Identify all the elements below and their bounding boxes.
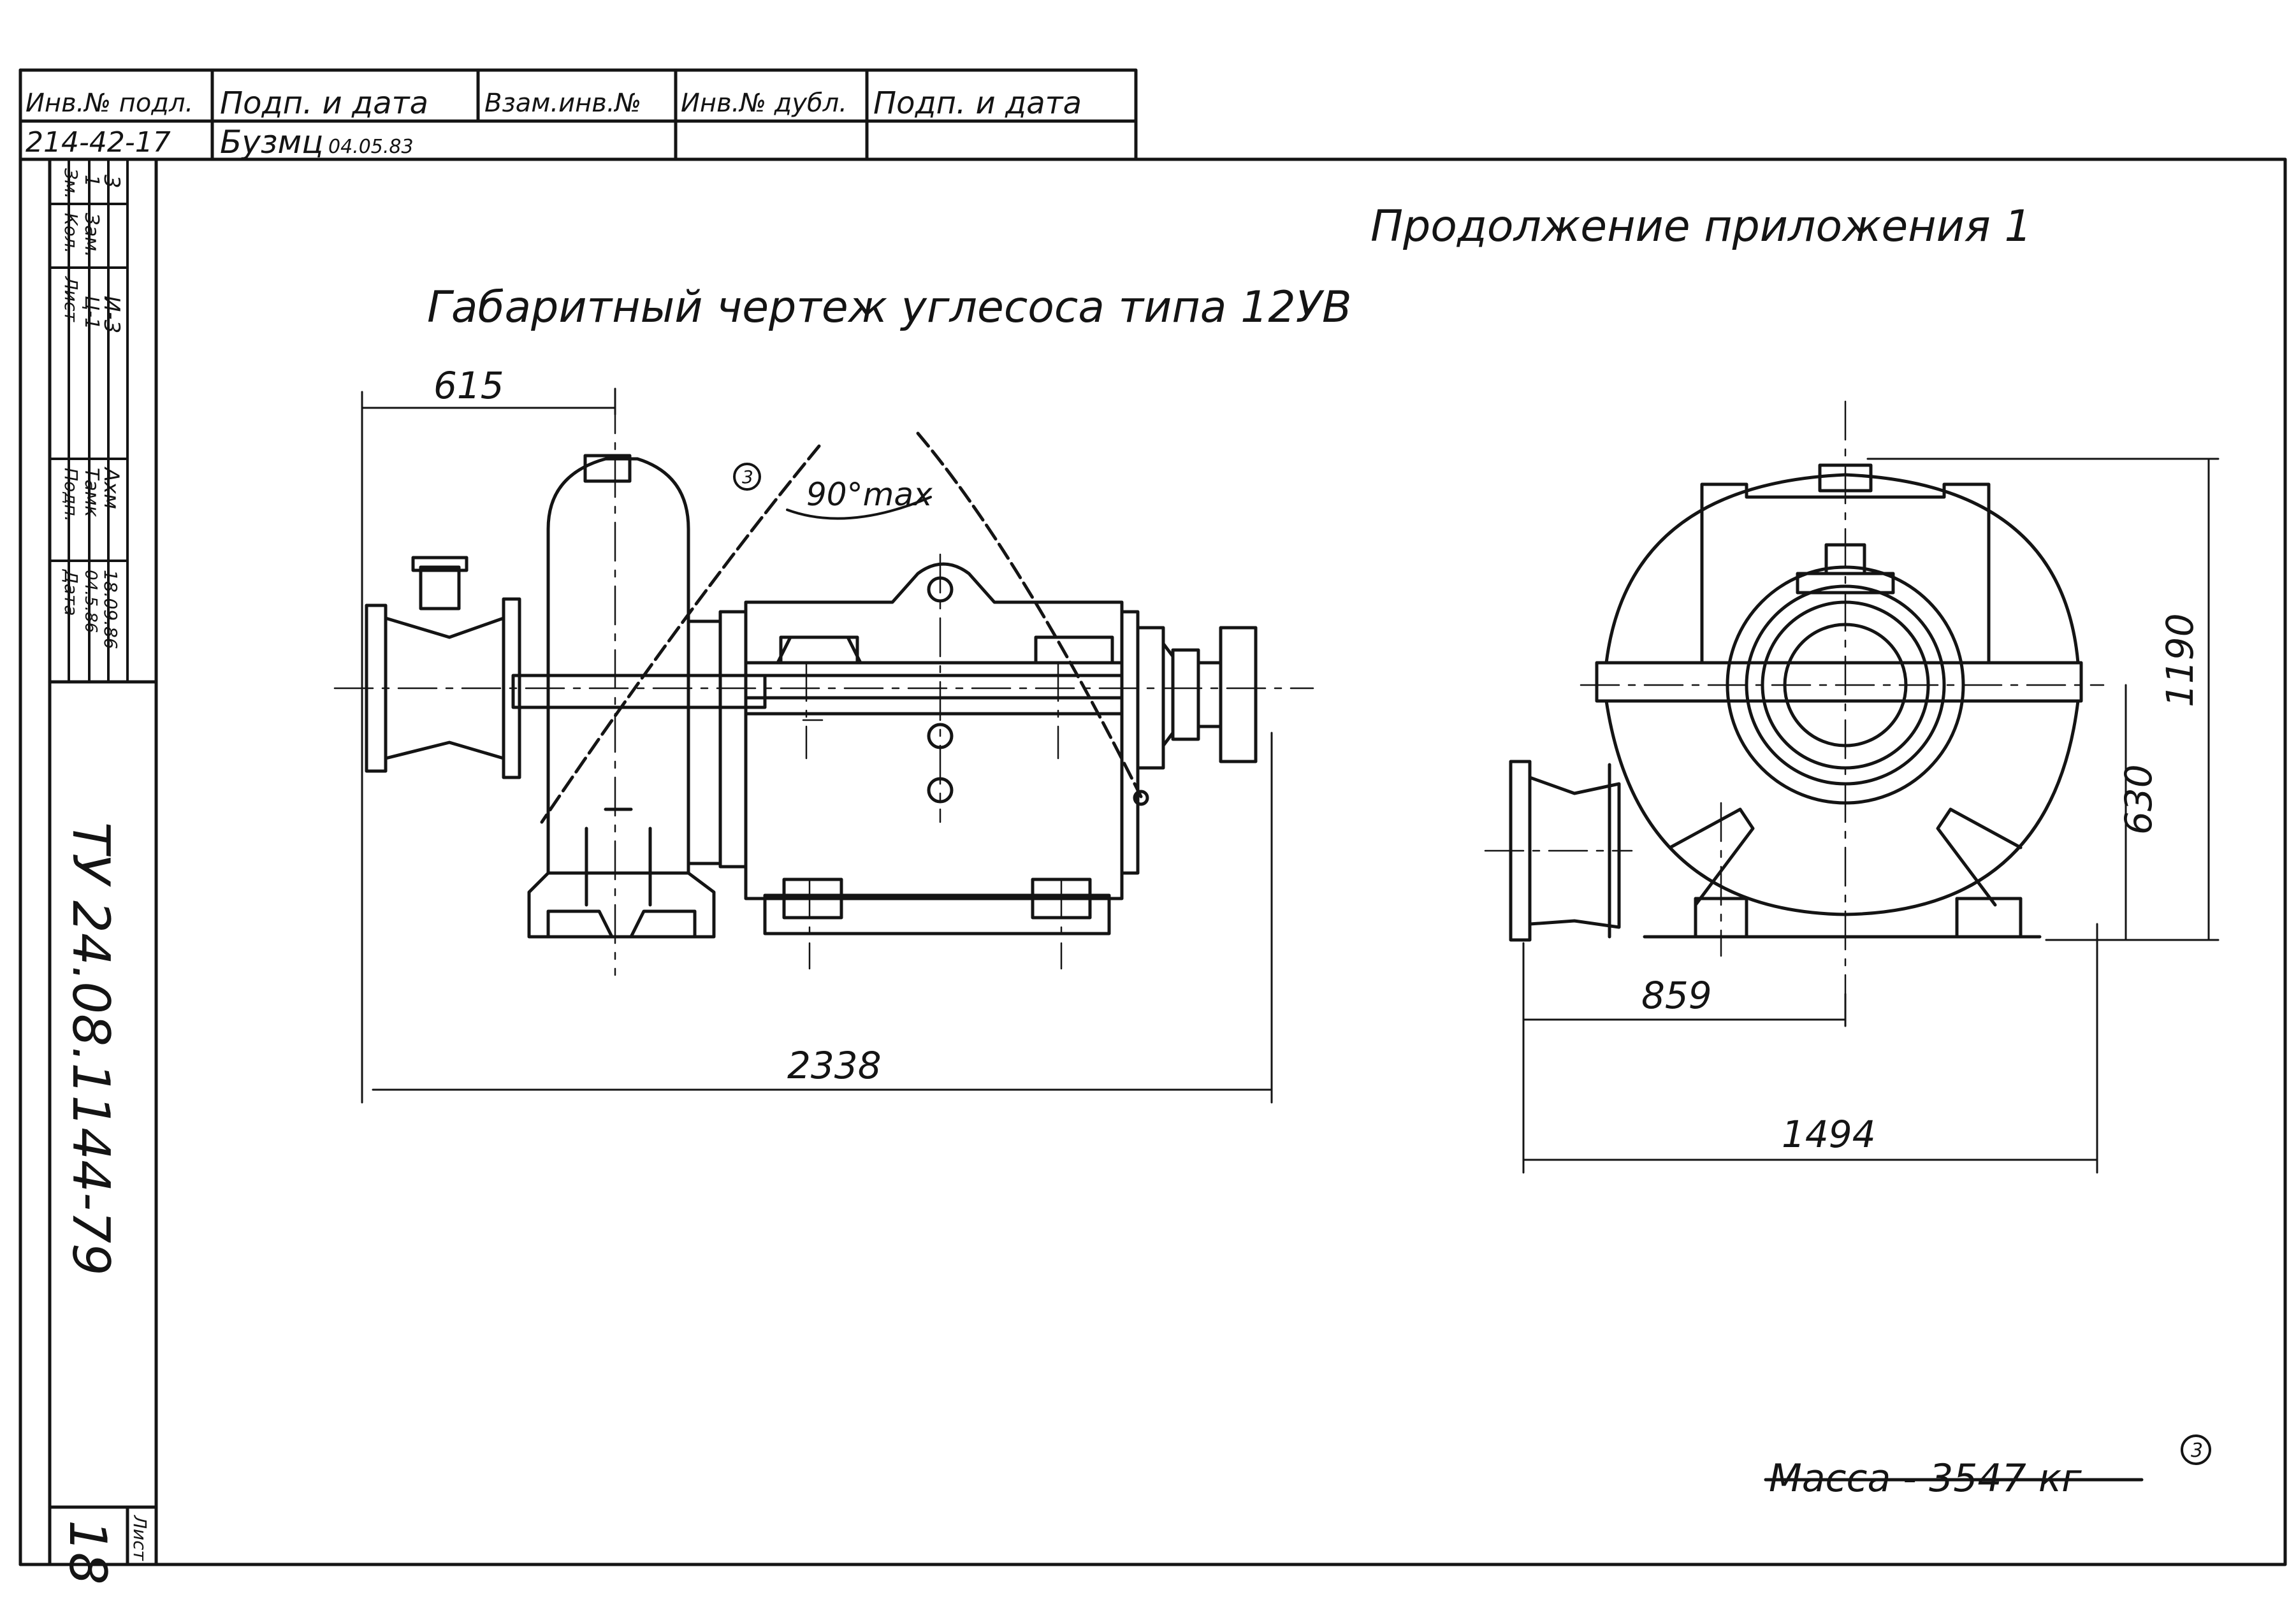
chain-hook <box>1133 790 1149 806</box>
continuation-heading: Продолжение приложения 1 <box>1370 201 2032 252</box>
log-row1-date: 04.5.86 <box>81 570 100 633</box>
log-date-label: Дата <box>61 568 82 616</box>
stamp-header-inv-dubl: Инв.№ дубл. <box>681 89 847 118</box>
log-doc-label: Лист <box>61 276 82 322</box>
log-count-label: Кол. <box>61 213 82 254</box>
mass-revision-mark: 3 <box>2191 1440 2203 1462</box>
log-row2-sign: Ахм <box>99 466 124 509</box>
front-view: 630 1190 859 1494 <box>1484 400 2220 1174</box>
lifting-chain <box>540 431 1143 824</box>
sheet-label: Лист <box>129 1515 150 1561</box>
sheet-number: 18 <box>58 1520 117 1585</box>
angle-label: 90°max <box>806 476 933 513</box>
dim-2338: 2338 <box>787 1044 882 1087</box>
log-row1-zm: 1 <box>80 175 103 187</box>
drawing-title: Габаритный чертеж углесоса типа 12УВ <box>427 282 1352 333</box>
stamp-signature: Бузмц <box>220 124 323 161</box>
log-row1-count: Зам. <box>80 213 103 257</box>
top-stamp: Инв.№ подл. Подп. и дата Взам.инв.№ Инв.… <box>18 68 1138 1566</box>
stamp-header-podp-data: Подп. и дата <box>220 85 428 121</box>
stamp-header-vzam: Взам.инв.№ <box>484 89 641 118</box>
log-row2-zm: 3 <box>99 175 124 189</box>
dim-615: 615 <box>433 364 504 407</box>
stamp-inventory-number: 214-42-17 <box>25 126 171 159</box>
stamp-date: 04.05.83 <box>328 136 414 158</box>
log-sign-label: Подп. <box>61 468 82 522</box>
dim-859: 859 <box>1641 974 1712 1017</box>
mass-revision-circle <box>2181 1434 2211 1465</box>
dim-630: 630 <box>2117 764 2160 835</box>
revision-mark: 3 <box>742 466 753 488</box>
angle-arc <box>786 496 932 520</box>
revision-circle <box>733 463 761 491</box>
log-row2-count: И-3 <box>99 296 124 333</box>
log-row2-date: 18.09.86 <box>100 570 121 649</box>
side-view: 90°max 3 615 2338 <box>333 364 1314 1104</box>
change-log-table: Зм. Кол. Лист Подп. Дата 1 Зам. Ц-1 Тамк… <box>48 158 129 683</box>
log-row1-doc: Ц-1 <box>80 296 103 329</box>
log-row1-sign: Тамк <box>80 468 103 517</box>
stamp-header-podp-data-2: Подп. и дата <box>873 85 1082 121</box>
dim-1190: 1190 <box>2158 613 2202 707</box>
spec-number: ТУ 24.08.1144-79 <box>61 822 120 1276</box>
stamp-header-inv-podl: Инв.№ подл. <box>25 89 193 118</box>
mass-note: Масса - 3547 кг 3 <box>1764 1434 2211 1501</box>
dim-1494: 1494 <box>1782 1113 1876 1156</box>
sheet-frame <box>48 157 2287 1566</box>
log-zm-label: Зм. <box>61 168 82 199</box>
